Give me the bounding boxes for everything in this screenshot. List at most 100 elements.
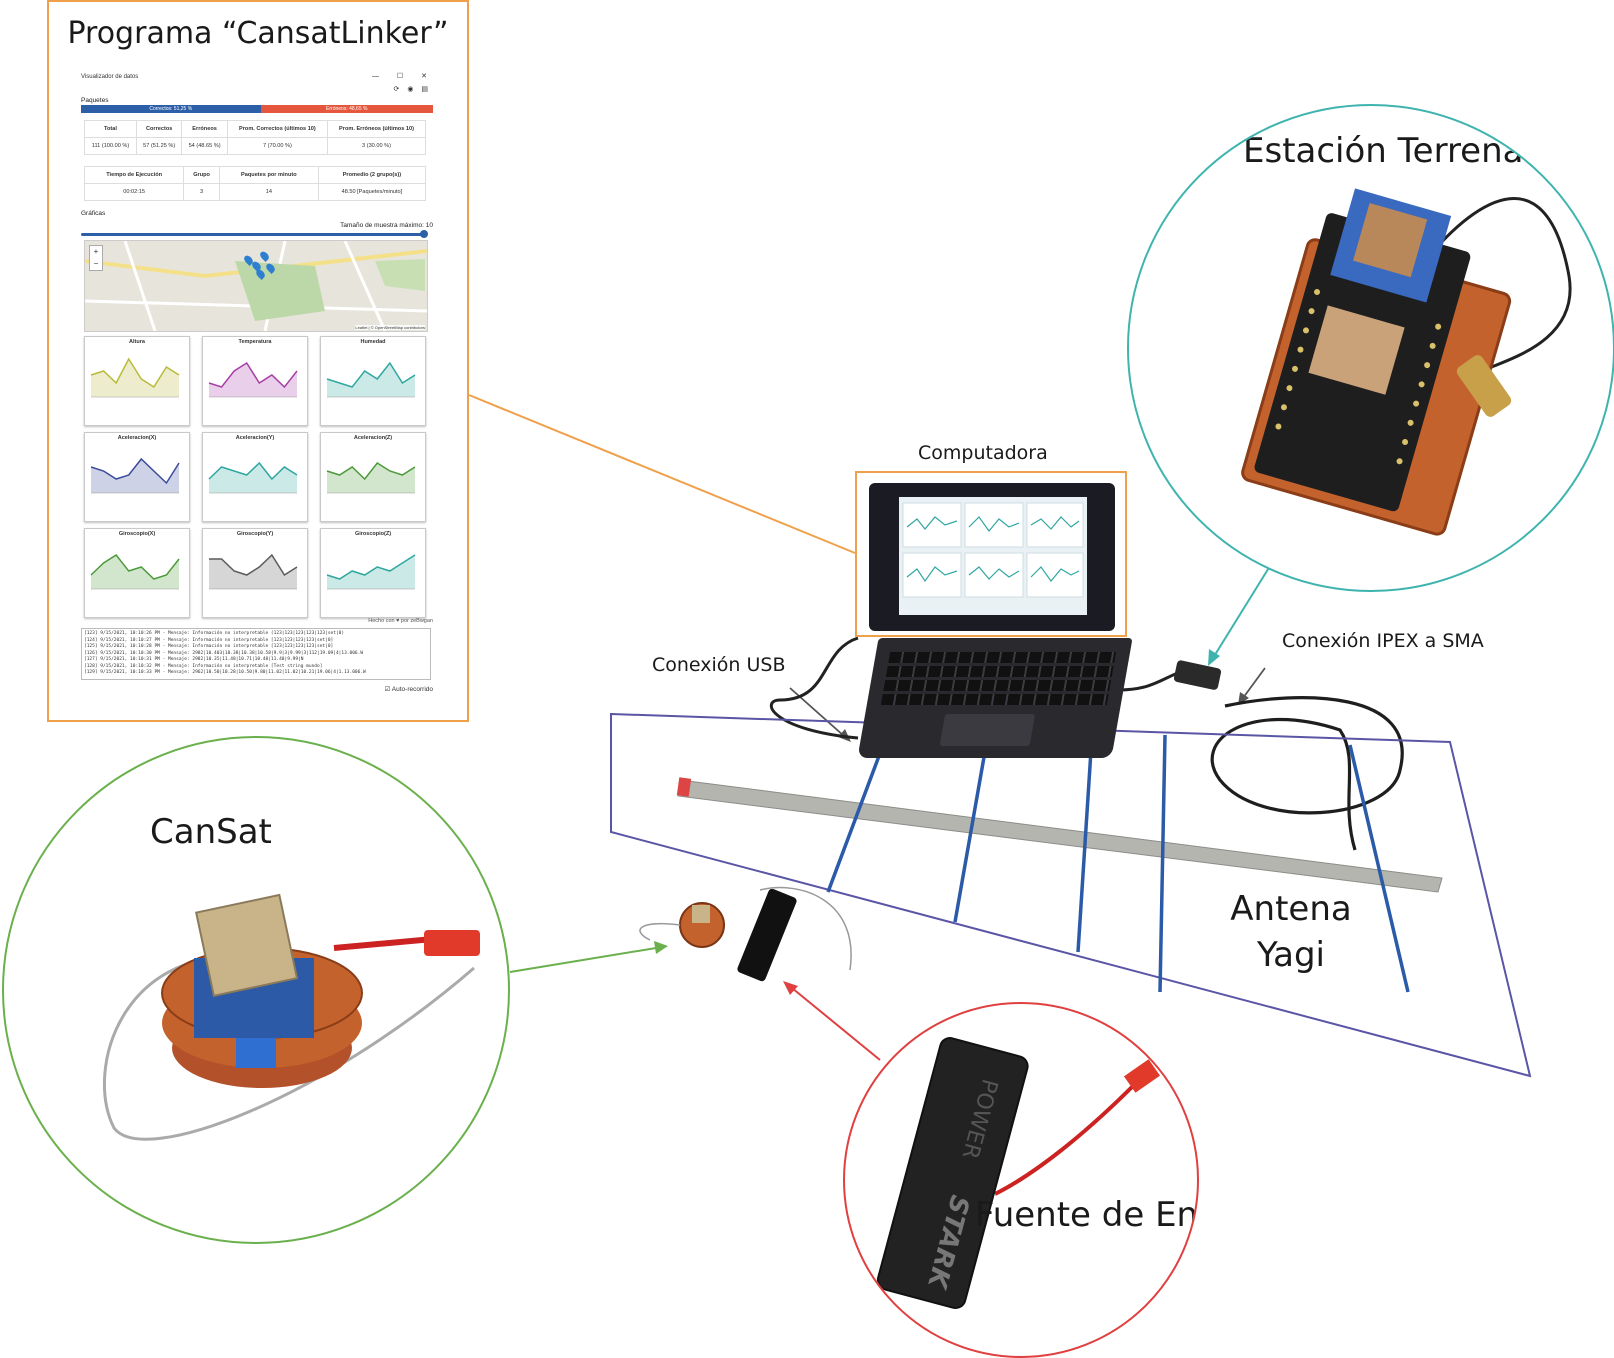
sensor-chart-plot xyxy=(208,361,298,398)
power-source-circle: POWER STARK Fuente de Energía xyxy=(843,1002,1199,1358)
table-cell: 48.50 [Paquetes/minuto] xyxy=(317,183,427,201)
log-line: [123] 9/15/2021, 10:10:26 PM - Mensaje: … xyxy=(84,631,345,636)
ipex-label: Conexión IPEX a SMA xyxy=(1282,630,1484,652)
touchpad xyxy=(939,714,1036,746)
cansat-photo xyxy=(102,893,480,1141)
power-source-label: Fuente de Energía xyxy=(975,1195,1199,1235)
cansat-circle: CanSat xyxy=(2,736,510,1244)
sensor-chart-plot xyxy=(209,553,298,590)
powerbank-small xyxy=(737,888,797,982)
antenna-label: Antena Yagi xyxy=(1230,889,1352,975)
table-header-cell: Erróneos xyxy=(181,120,228,138)
power-arrow-line xyxy=(791,987,881,1061)
usb-arrow-line xyxy=(789,687,845,737)
graphs-heading: Gráficas xyxy=(81,210,106,217)
message-log[interactable]: [123] 9/15/2021, 10:10:26 PM - Mensaje: … xyxy=(81,628,431,680)
sensor-chart-card[interactable]: Giroscopio(X) xyxy=(84,528,190,618)
sensor-chart-plot xyxy=(90,357,180,398)
table-cell: 3 (30.00 %) xyxy=(327,137,426,155)
app-window: Visualizador de datos — ☐ ✕ ⟳ ◉ ▤ Paquet… xyxy=(79,72,435,714)
window-title: Visualizador de datos xyxy=(81,74,139,80)
power-arrowhead xyxy=(783,981,798,995)
zoom-out-button[interactable]: − xyxy=(93,259,99,268)
map-streets xyxy=(85,241,427,331)
ground-station-photo xyxy=(1241,188,1572,536)
sensor-chart-plot xyxy=(326,462,416,494)
sample-size-slider[interactable] xyxy=(81,230,428,238)
sensor-chart-plot xyxy=(326,554,416,590)
antenna-element-4 xyxy=(1158,734,1167,993)
log-line: [124] 9/15/2021, 10:10:27 PM - Mensaje: … xyxy=(84,637,334,643)
table-cell: 111 (100.00 %) xyxy=(84,137,137,155)
laptop-to-station-cable xyxy=(1117,670,1181,692)
laptop-screen xyxy=(869,483,1115,631)
program-title: Programa “CansatLinker” xyxy=(67,16,449,51)
packets-heading: Paquetes xyxy=(81,97,109,104)
table-header-cell: Grupo xyxy=(183,166,220,184)
table-header-cell: Promedio (2 grupo(s)) xyxy=(317,166,427,184)
window-controls[interactable]: — ☐ ✕ xyxy=(371,73,435,80)
table-header-cell: Paquetes por minuto xyxy=(218,166,319,184)
antenna-element-5 xyxy=(1348,744,1410,993)
sensor-chart-card[interactable]: Aceleracion(Z) xyxy=(320,432,426,522)
log-line: [127] 9/15/2021, 10:10:31 PM - Mensaje: … xyxy=(84,657,304,662)
toolbar-icons[interactable]: ⟳ ◉ ▤ xyxy=(393,86,431,93)
sensor-chart-card[interactable]: Temperatura xyxy=(202,336,308,426)
zoom-in-button[interactable]: + xyxy=(93,247,99,256)
cansat-label: CanSat xyxy=(150,812,272,852)
cansat-arrowhead xyxy=(654,941,668,954)
table-header-cell: Correctos xyxy=(135,120,183,138)
program-connector-line xyxy=(468,394,856,554)
table-cell: 14 xyxy=(218,183,319,201)
map-zoom-control[interactable]: + − xyxy=(89,245,103,271)
slider-knob[interactable] xyxy=(420,230,428,238)
coax-cable xyxy=(1210,696,1404,851)
ipex-arrow-line xyxy=(1242,667,1266,699)
cansat-small-gps xyxy=(692,905,710,923)
table-cell: 54 (48.65 %) xyxy=(181,137,228,155)
sensor-chart-card[interactable]: Aceleracion(X) xyxy=(84,432,190,522)
log-line: [125] 9/15/2021, 10:10:28 PM - Mensaje: … xyxy=(84,644,334,649)
sensor-chart-plot xyxy=(90,457,180,494)
bar-error: Erróneos: 48,65 % xyxy=(260,105,433,113)
usb-label: Conexión USB xyxy=(652,654,786,676)
sensor-chart-plot xyxy=(90,554,180,590)
computer-label: Computadora xyxy=(918,442,1048,464)
usb-cable xyxy=(769,636,859,740)
auto-scroll-checkbox[interactable]: ☑ Auto-recorrido xyxy=(384,686,433,693)
ground-station-arrow-line xyxy=(1212,565,1271,659)
packets-progress-bar: Correctos: 51,25 % Erróneos: 48,65 % xyxy=(81,105,433,113)
sensor-chart-card[interactable]: Altura xyxy=(84,336,190,426)
sensor-chart-card[interactable]: Humedad xyxy=(320,336,426,426)
ground-station-circle: Estación Terrena Receptora xyxy=(1127,104,1614,592)
sensor-chart-plot xyxy=(208,461,298,494)
table-cell: 3 xyxy=(183,183,220,201)
powerbank-photo: POWER STARK xyxy=(876,1037,1161,1310)
cansat-arrow-line xyxy=(509,947,657,973)
sensor-chart-title: Temperatura xyxy=(238,339,272,345)
antenna-boom-tip xyxy=(676,777,692,797)
table-header-cell: Tiempo de Ejecución xyxy=(83,166,185,184)
map-attribution: Leaflet | © OpenStreetMap contributors xyxy=(355,325,425,330)
antenna-element-1 xyxy=(826,739,887,893)
map-view[interactable]: + − Leaflet | © OpenStreetMap contributo… xyxy=(84,240,428,332)
antenna-element-3 xyxy=(1076,734,1094,953)
table-header-cell: Total xyxy=(84,120,137,138)
sensor-chart-title: Altura xyxy=(129,339,145,345)
computer-frame xyxy=(855,471,1127,637)
sensor-chart-card[interactable]: Giroscopio(Z) xyxy=(320,528,426,618)
table-header-cell: Prom. Correctos (últimos 10) xyxy=(226,120,329,138)
sensor-chart-title: Aceleracion(Z) xyxy=(353,435,393,441)
sensor-chart-card[interactable]: Giroscopio(Y) xyxy=(202,528,308,618)
sensor-chart-title: Humedad xyxy=(360,339,386,345)
laptop-display-graphs xyxy=(902,502,1084,598)
receiver-module xyxy=(1173,660,1222,690)
sensor-chart-card[interactable]: Aceleracion(Y) xyxy=(202,432,308,522)
laptop-keyboard xyxy=(857,638,1133,758)
sensor-chart-title: Giroscopio(X) xyxy=(118,531,156,537)
program-panel: Programa “CansatLinker” Visualizador de … xyxy=(47,0,469,722)
sensor-chart-title: Giroscopio(Z) xyxy=(354,531,392,537)
